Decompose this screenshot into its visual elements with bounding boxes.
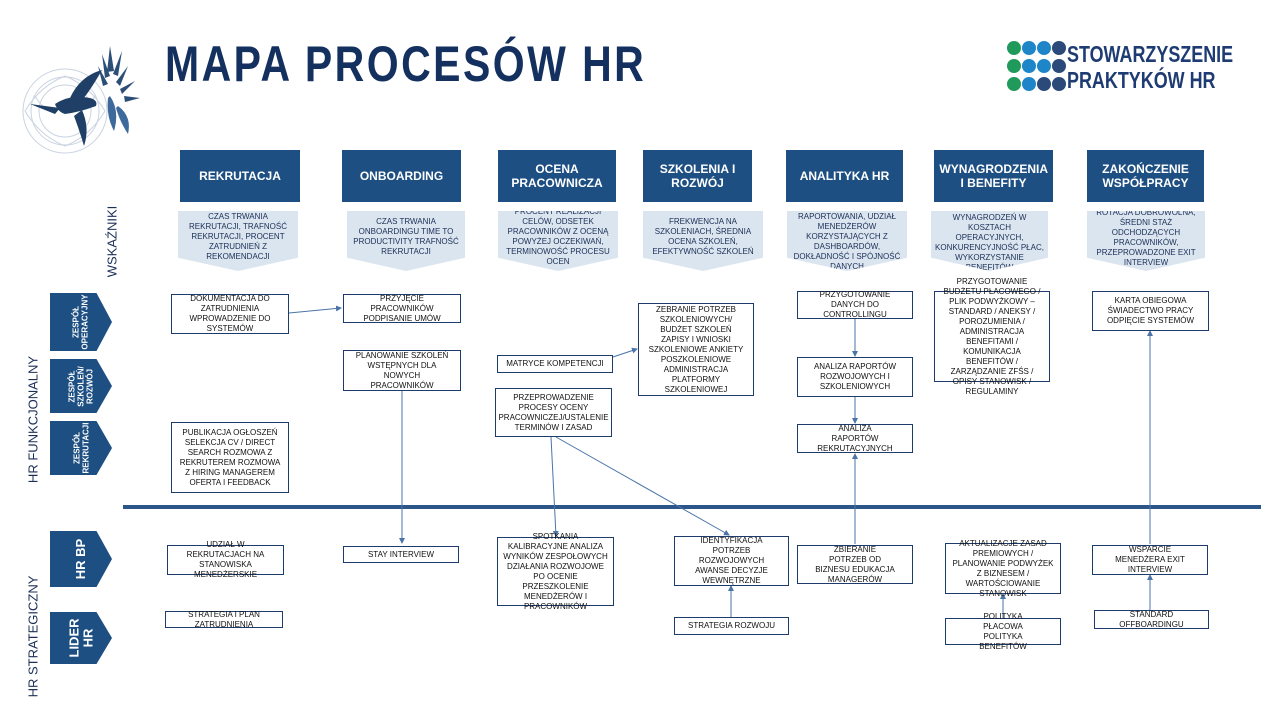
box-strategia-zatrudnienia: STRATEGIA I PLAN ZATRUDNIENIA (165, 610, 283, 629)
logo-dot (1022, 77, 1036, 91)
logo-dot (1007, 59, 1021, 73)
logo: STOWARZYSZENIE PRAKTYKÓW HR (1007, 40, 1247, 96)
logo-dot (1022, 59, 1036, 73)
box-udzial-rekrutacje: UDZIAŁ W REKRUTACJACH NA STANOWISKA MENE… (167, 540, 284, 579)
box-publikacja: PUBLIKACJA OGŁOSZEŃ SELEKCJA CV / DIRECT… (171, 422, 289, 493)
column-header-wynagrodzenia: WYNAGRODZENIA I BENEFITY (934, 150, 1053, 202)
box-dokumentacja: DOKUMENTACJA DO ZATRUDNIENIA WPROWADZENI… (171, 294, 289, 334)
box-spotkania: SPOTKANIA KALIBRACYJNE ANALIZA WYNIKÓW Z… (497, 532, 614, 611)
arrow-przeprowadzenie-spotkania (550, 436, 559, 537)
box-przyjecie: PRZYJĘCIE PRACOWNIKÓW PODPISANIE UMÓW (343, 294, 461, 323)
logo-dot (1007, 41, 1021, 55)
functional-strategic-divider (123, 505, 1261, 509)
logo-line-2: PRAKTYKÓW HR (1067, 67, 1216, 93)
hummingbird-illustration (22, 46, 140, 154)
box-zebranie: ZEBRANIE POTRZEB SZKOLENIOWYCH/ BUDŻET S… (638, 303, 754, 396)
logo-dot (1052, 59, 1066, 73)
page-title: MAPA PROCESÓW HR (165, 36, 647, 92)
box-analiza-rekrutacyjnych: ANALIZA RAPORTÓW REKRUTACYJNYCH (797, 424, 913, 453)
indicator-analityka: TERMINOWOŚĆ RAPORTOWANIA, UDZIAŁ MENEDŻE… (787, 211, 907, 271)
box-analiza-rozwojowych: ANALIZA RAPORTÓW ROZWOJOWYCH I SZKOLENIO… (797, 357, 913, 397)
logo-dot (1037, 41, 1051, 55)
column-header-analityka: ANALITYKA HR (786, 150, 903, 202)
logo-dot (1052, 77, 1066, 91)
logo-dot (1052, 41, 1066, 55)
box-polityka: POLITYKA PŁACOWA POLITYKA BENEFITÓW (945, 612, 1061, 651)
box-budzet: PRZYGOTOWANIE BUDŻETU PŁACOWEGO / PLIK P… (934, 277, 1050, 396)
arrow-dokumentacja-przyjecie (288, 305, 342, 314)
box-strategia-rozwoju: STRATEGIA ROZWOJU (674, 617, 789, 635)
logo-dot (1007, 77, 1021, 91)
box-planowanie: PLANOWANIE SZKOLEŃ WSTĘPNYCH DLA NOWYCH … (343, 350, 461, 391)
column-header-ocena: OCENA PRACOWNICZA (498, 150, 616, 202)
indicator-onboarding: CZAS TRWANIA ONBOARDINGU TIME TO PRODUCT… (347, 211, 465, 271)
column-header-zakonczenie: ZAKOŃCZENIE WSPÓŁPRACY (1087, 150, 1204, 202)
logo-dot (1022, 41, 1036, 55)
logo-dot (1037, 77, 1051, 91)
box-wsparcie: WSPARCIE MENEDŻERA EXIT INTERVIEW (1092, 545, 1208, 575)
tag-zespol-rekrutacji: ZESPÓŁ REKRUTACJI (50, 421, 112, 475)
indicator-szkolenia: FREKWENCJA NA SZKOLENIACH, ŚREDNIA OCENA… (643, 211, 763, 271)
box-przeprowadzenie: PRZEPROWADZENIE PROCESY OCENY PRACOWNICZ… (495, 388, 612, 437)
box-zbieranie: ZBIERANIE POTRZEB OD BIZNESU EDUKACJA MA… (797, 545, 913, 584)
box-karta: KARTA OBIEGOWA ŚWIADECTWO PRACY ODPIĘCIE… (1092, 291, 1209, 331)
box-stay-interview: STAY INTERVIEW (343, 546, 459, 563)
tag-zespol-szkolen: ZESPÓŁ SZKOLEŃ/ ROZWÓJ (50, 359, 112, 413)
box-standard: STANDARD OFFBOARDINGU (1094, 610, 1209, 629)
box-przygotowanie-danych: PRZYGOTOWANIE DANYCH DO CONTROLLINGU (797, 290, 913, 319)
tag-lider-hr: LIDER HR (50, 612, 112, 664)
box-matryce: MATRYCE KOMPETENCJI (497, 355, 613, 373)
logo-line-1: STOWARZYSZENIE (1067, 41, 1234, 67)
column-header-szkolenia: SZKOLENIA I ROZWÓJ (643, 150, 752, 202)
box-aktualizacje: AKTUALIZACJE ZASAD PREMIOWYCH / PLANOWAN… (945, 539, 1061, 598)
column-header-rekrutacja: REKRUTACJA (180, 150, 300, 202)
arrow-przeprowadzenie-identyfikacja (555, 436, 730, 536)
indicator-wynagrodzenia: UDZIAŁ KOSZTÓW WYNAGRODZEŃ W KOSZTACH OP… (931, 211, 1048, 271)
indicator-ocena: PROCENT REALIZACJI CELÓW, ODSETEK PRACOW… (498, 211, 618, 271)
column-header-onboarding: ONBOARDING (342, 150, 461, 202)
arrow-matryce-zebranie (612, 347, 638, 358)
logo-dot (1037, 59, 1051, 73)
box-identyfikacja: IDENTYFIKACJA POTRZEB ROZWOJOWYCH AWANSE… (674, 536, 789, 586)
indicator-zakonczenie: ROTACJA DOBROWOLNA, ŚREDNI STAŻ ODCHODZĄ… (1087, 211, 1205, 271)
indicator-rekrutacja: CZAS TRWANIA REKRUTACJI, TRAFNOŚĆ REKRUT… (178, 211, 298, 271)
logo-dots-icon (1007, 41, 1066, 91)
